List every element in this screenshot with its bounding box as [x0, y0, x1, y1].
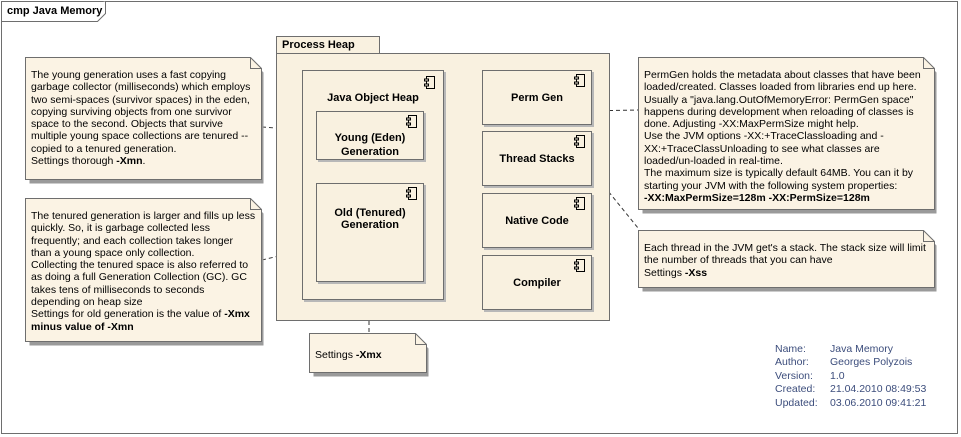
thread-stacks-title: Thread Stacks	[499, 153, 575, 165]
native-code-component: Native Code	[482, 193, 592, 248]
metadata-row: Updated: 03.06.2010 09:41:21	[775, 397, 926, 410]
metadata-value: 03.06.2010 09:41:21	[830, 396, 927, 409]
xmx-note-settings: Settings -Xmx	[315, 349, 421, 361]
young-note-settings: Settings thorough -Xmn.	[31, 155, 256, 167]
young-note-settings-value: -Xmn	[116, 155, 143, 168]
tenured-note-settings-value: -Xmx minus value of -Xmn	[31, 308, 250, 333]
young-note-text: The young generation uses a fast copying…	[31, 69, 251, 155]
old-generation-label-2: Generation	[340, 219, 400, 231]
metadata-value: Java Memory	[830, 343, 894, 355]
note-shape	[638, 230, 937, 292]
thread-stack-note: Each thread in the JVM get's a stack. Th…	[638, 230, 937, 292]
component-icon	[574, 74, 585, 87]
tenured-note-text-1: The tenured generation is larger and fil…	[31, 210, 256, 259]
metadata-key: Created:	[775, 383, 816, 396]
compiler-component: Compiler	[482, 255, 592, 310]
permgen-note-text-3: The maximum size is typically default 64…	[644, 167, 914, 192]
component-icon	[424, 76, 435, 89]
java-object-heap-title: Java Object Heap	[327, 92, 419, 104]
metadata-key: Version:	[775, 369, 813, 382]
metadata-row: Created: 21.04.2010 08:49:53	[775, 383, 926, 396]
permgen-note-settings: -XX:MaxPermSize=128m -XX:PermSize=128m	[644, 192, 929, 204]
metadata-row: Author: Georges Polyzois	[775, 356, 926, 369]
permgen-note: PermGen holds the metadata about classes…	[638, 57, 937, 214]
permgen-note-text-1: PermGen holds the metadata about classes…	[644, 69, 921, 131]
tenured-note-settings: Settings for old generation is the value…	[31, 308, 256, 333]
xmx-note: Settings -Xmx	[309, 333, 429, 377]
note-shape	[25, 57, 264, 184]
metadata-row: Name: Java Memory	[775, 343, 926, 356]
note-shape	[309, 333, 429, 377]
permgen-note-text-2: Use the JVM options -XX:+TraceClassloadi…	[644, 130, 884, 168]
xmx-note-value: -Xmx	[355, 349, 382, 361]
young-note-settings-suffix: .	[142, 155, 146, 168]
note-shape	[638, 57, 937, 214]
tenured-note-settings-prefix: Settings for old generation is the value…	[31, 308, 225, 321]
component-icon	[574, 197, 585, 210]
tenured-note-text-2: Collecting the tenured space is also ref…	[31, 259, 249, 309]
native-code-title: Native Code	[505, 215, 569, 227]
metadata-key: Author:	[775, 356, 809, 369]
frame-title: cmp Java Memory	[7, 5, 103, 17]
young-generation-component: Young (Eden) Generation	[316, 111, 424, 160]
young-generation-label-2: Generation	[340, 146, 400, 158]
metadata-value: 1.0	[830, 369, 845, 382]
compiler-title: Compiler	[513, 277, 561, 289]
component-icon	[406, 115, 417, 128]
young-generation-note: The young generation uses a fast copying…	[25, 57, 264, 184]
component-icon	[406, 187, 417, 200]
note-shape	[25, 198, 264, 346]
component-icon	[574, 259, 585, 272]
metadata-key: Updated:	[775, 396, 818, 409]
young-generation-label-1: Young (Eden)	[334, 132, 406, 144]
tenured-generation-note: The tenured generation is larger and fil…	[25, 198, 264, 346]
process-heap-tab: Process Heap	[276, 36, 380, 54]
connector-threads-note	[590, 169, 639, 229]
frame-tab-outline	[1, 1, 106, 22]
thread-stacks-component: Thread Stacks	[482, 131, 592, 186]
xmx-note-prefix: Settings	[315, 349, 356, 361]
connector-tenured-note	[261, 246, 317, 261]
metadata-value: 21.04.2010 08:49:53	[830, 383, 927, 396]
component-icon	[574, 135, 585, 148]
thread-note-settings: Settings -Xss	[644, 267, 929, 279]
diagram-metadata: Name: Java Memory Author: Georges Polyzois…	[775, 343, 926, 410]
perm-gen-title: Perm Gen	[511, 92, 563, 104]
perm-gen-component: Perm Gen	[482, 70, 592, 125]
metadata-value: Georges Polyzois	[830, 356, 913, 369]
old-generation-label-1: Old (Tenured)	[334, 207, 406, 219]
permgen-note-settings-value: -XX:MaxPermSize=128m -XX:PermSize=128m	[644, 191, 870, 204]
thread-note-text: Each thread in the JVM get's a stack. Th…	[644, 242, 926, 267]
thread-note-settings-value: -Xss	[684, 266, 708, 279]
old-generation-component: Old (Tenured) Generation	[316, 183, 424, 282]
thread-note-settings-prefix: Settings	[644, 266, 685, 279]
young-note-settings-prefix: Settings thorough	[31, 155, 117, 168]
metadata-row: Version: 1.0	[775, 370, 926, 383]
metadata-key: Name:	[775, 343, 806, 355]
